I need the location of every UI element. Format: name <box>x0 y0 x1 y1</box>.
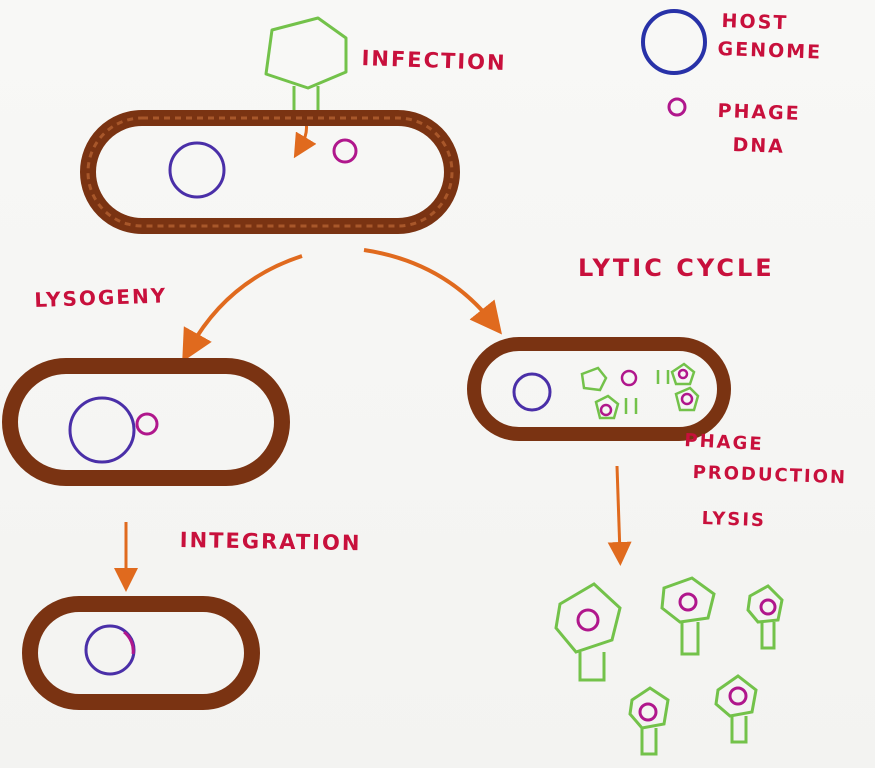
integration-label: INTEGRATION <box>179 528 362 556</box>
released-phage-icon <box>628 686 670 756</box>
lytic-arrow <box>363 248 502 335</box>
lysogeny-label: LYSOGENY <box>34 283 168 312</box>
legend-phage-dna-label-line2: DNA <box>732 134 786 158</box>
assembling-phages <box>580 362 700 420</box>
integrated-prophage-arc <box>123 630 135 655</box>
legend-phage-dna-label-line1: PHAGE <box>717 100 802 125</box>
host-genome-circle <box>68 396 136 464</box>
infection-label: INFECTION <box>361 46 507 76</box>
released-phage-icon <box>554 582 622 682</box>
phage-production-label-line1: PHAGE <box>683 430 765 456</box>
lytic-bacterium <box>467 337 731 441</box>
legend-host-genome-label-line1: HOST <box>721 10 789 35</box>
host-genome-circle <box>512 372 552 412</box>
infected-bacterium <box>80 110 460 234</box>
lysis-label: LYSIS <box>701 508 767 532</box>
phage-dna-circle <box>332 138 358 164</box>
lysogenic-bacterium <box>2 358 290 486</box>
lysis-arrow <box>607 465 632 566</box>
infecting-phage-icon <box>264 16 348 114</box>
integrated-bacterium <box>22 596 260 710</box>
lytic-cycle-label: LYTIC CYCLE <box>578 254 775 282</box>
lysogeny-arrow <box>182 254 303 362</box>
legend-phage-dna-icon <box>667 97 687 117</box>
phage-dna-circle <box>135 412 159 436</box>
legend-host-genome-label-line2: GENOME <box>717 38 823 64</box>
released-phage-icon <box>660 576 716 656</box>
host-genome-circle <box>168 141 226 199</box>
legend-host-genome-icon <box>641 9 707 75</box>
released-phage-icon <box>714 674 758 744</box>
released-phage-icon <box>746 584 784 650</box>
